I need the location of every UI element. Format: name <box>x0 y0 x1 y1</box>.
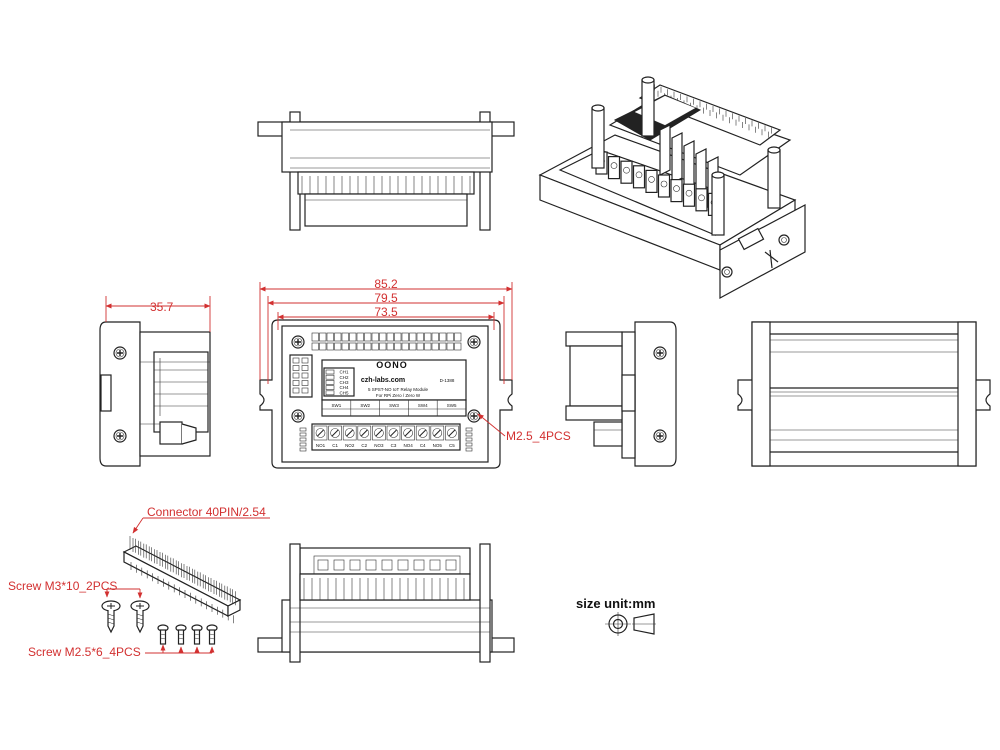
connector-40pin <box>122 536 242 624</box>
switch-label: SW5 <box>447 403 457 408</box>
terminal-label: C3 <box>391 443 397 448</box>
board-brand: OONO <box>376 360 408 370</box>
screw-m25-callout: Screw M2.5*6_4PCS <box>28 645 141 659</box>
switch-label: SW2 <box>360 403 370 408</box>
screw-m25-icon <box>157 624 169 645</box>
pcb-width-dimension: 73.5 <box>374 305 398 319</box>
switch-label: SW4 <box>418 403 428 408</box>
units-label: size unit:mm <box>576 596 655 611</box>
isometric-view <box>538 76 806 300</box>
switch-label: SW1 <box>332 403 342 408</box>
screw-m3-icon <box>130 600 150 634</box>
board-website: czh-labs.com <box>361 377 405 384</box>
mount-holes-callout: M2.5_4PCS <box>506 429 571 443</box>
terminal-label: NO5 <box>433 443 443 448</box>
right-side-view <box>565 321 677 467</box>
bottom-view <box>257 543 515 663</box>
screw-m25-icon <box>206 624 218 645</box>
terminal-label: C2 <box>361 443 367 448</box>
terminal-label: C4 <box>420 443 426 448</box>
depth-dimension: 35.7 <box>150 300 174 314</box>
board-model: D-1388 <box>440 378 455 383</box>
jumper-label: CH5 <box>339 390 348 395</box>
units-block: size unit:mm <box>576 596 656 636</box>
mount-width-dimension: 79.5 <box>374 291 398 305</box>
terminal-label: C1 <box>332 443 338 448</box>
board-title-2: For RPi Zero / Zero W <box>376 393 421 398</box>
left-side-view: 35.7 <box>99 296 211 467</box>
accessories: Connector 40PIN/2.54 Screw M3*10_2PCS Sc… <box>8 505 270 659</box>
screw-m3-callout: Screw M3*10_2PCS <box>8 579 117 593</box>
terminal-label: NO1 <box>316 443 326 448</box>
terminal-label: NO4 <box>403 443 413 448</box>
terminal-label: C5 <box>449 443 455 448</box>
jumper-label: CH2 <box>339 375 348 380</box>
overall-width-dimension: 85.2 <box>374 277 398 291</box>
screw-m3-icon <box>101 600 121 634</box>
terminal-label: NO3 <box>374 443 384 448</box>
board-title-1: 5 SPST-NO IoT Relay Module <box>368 387 428 392</box>
top-view <box>257 111 515 231</box>
screw-m25-icon <box>175 624 187 645</box>
projection-symbol-icon <box>605 612 656 636</box>
screw-m25-icon <box>191 624 203 645</box>
rear-view <box>737 321 991 467</box>
switch-label: SW3 <box>389 403 399 408</box>
connector-callout: Connector 40PIN/2.54 <box>147 505 266 519</box>
terminal-label: NO2 <box>345 443 355 448</box>
jumper-label: CH4 <box>339 385 348 390</box>
jumper-label: CH1 <box>339 370 348 375</box>
jumper-label: CH3 <box>339 380 348 385</box>
